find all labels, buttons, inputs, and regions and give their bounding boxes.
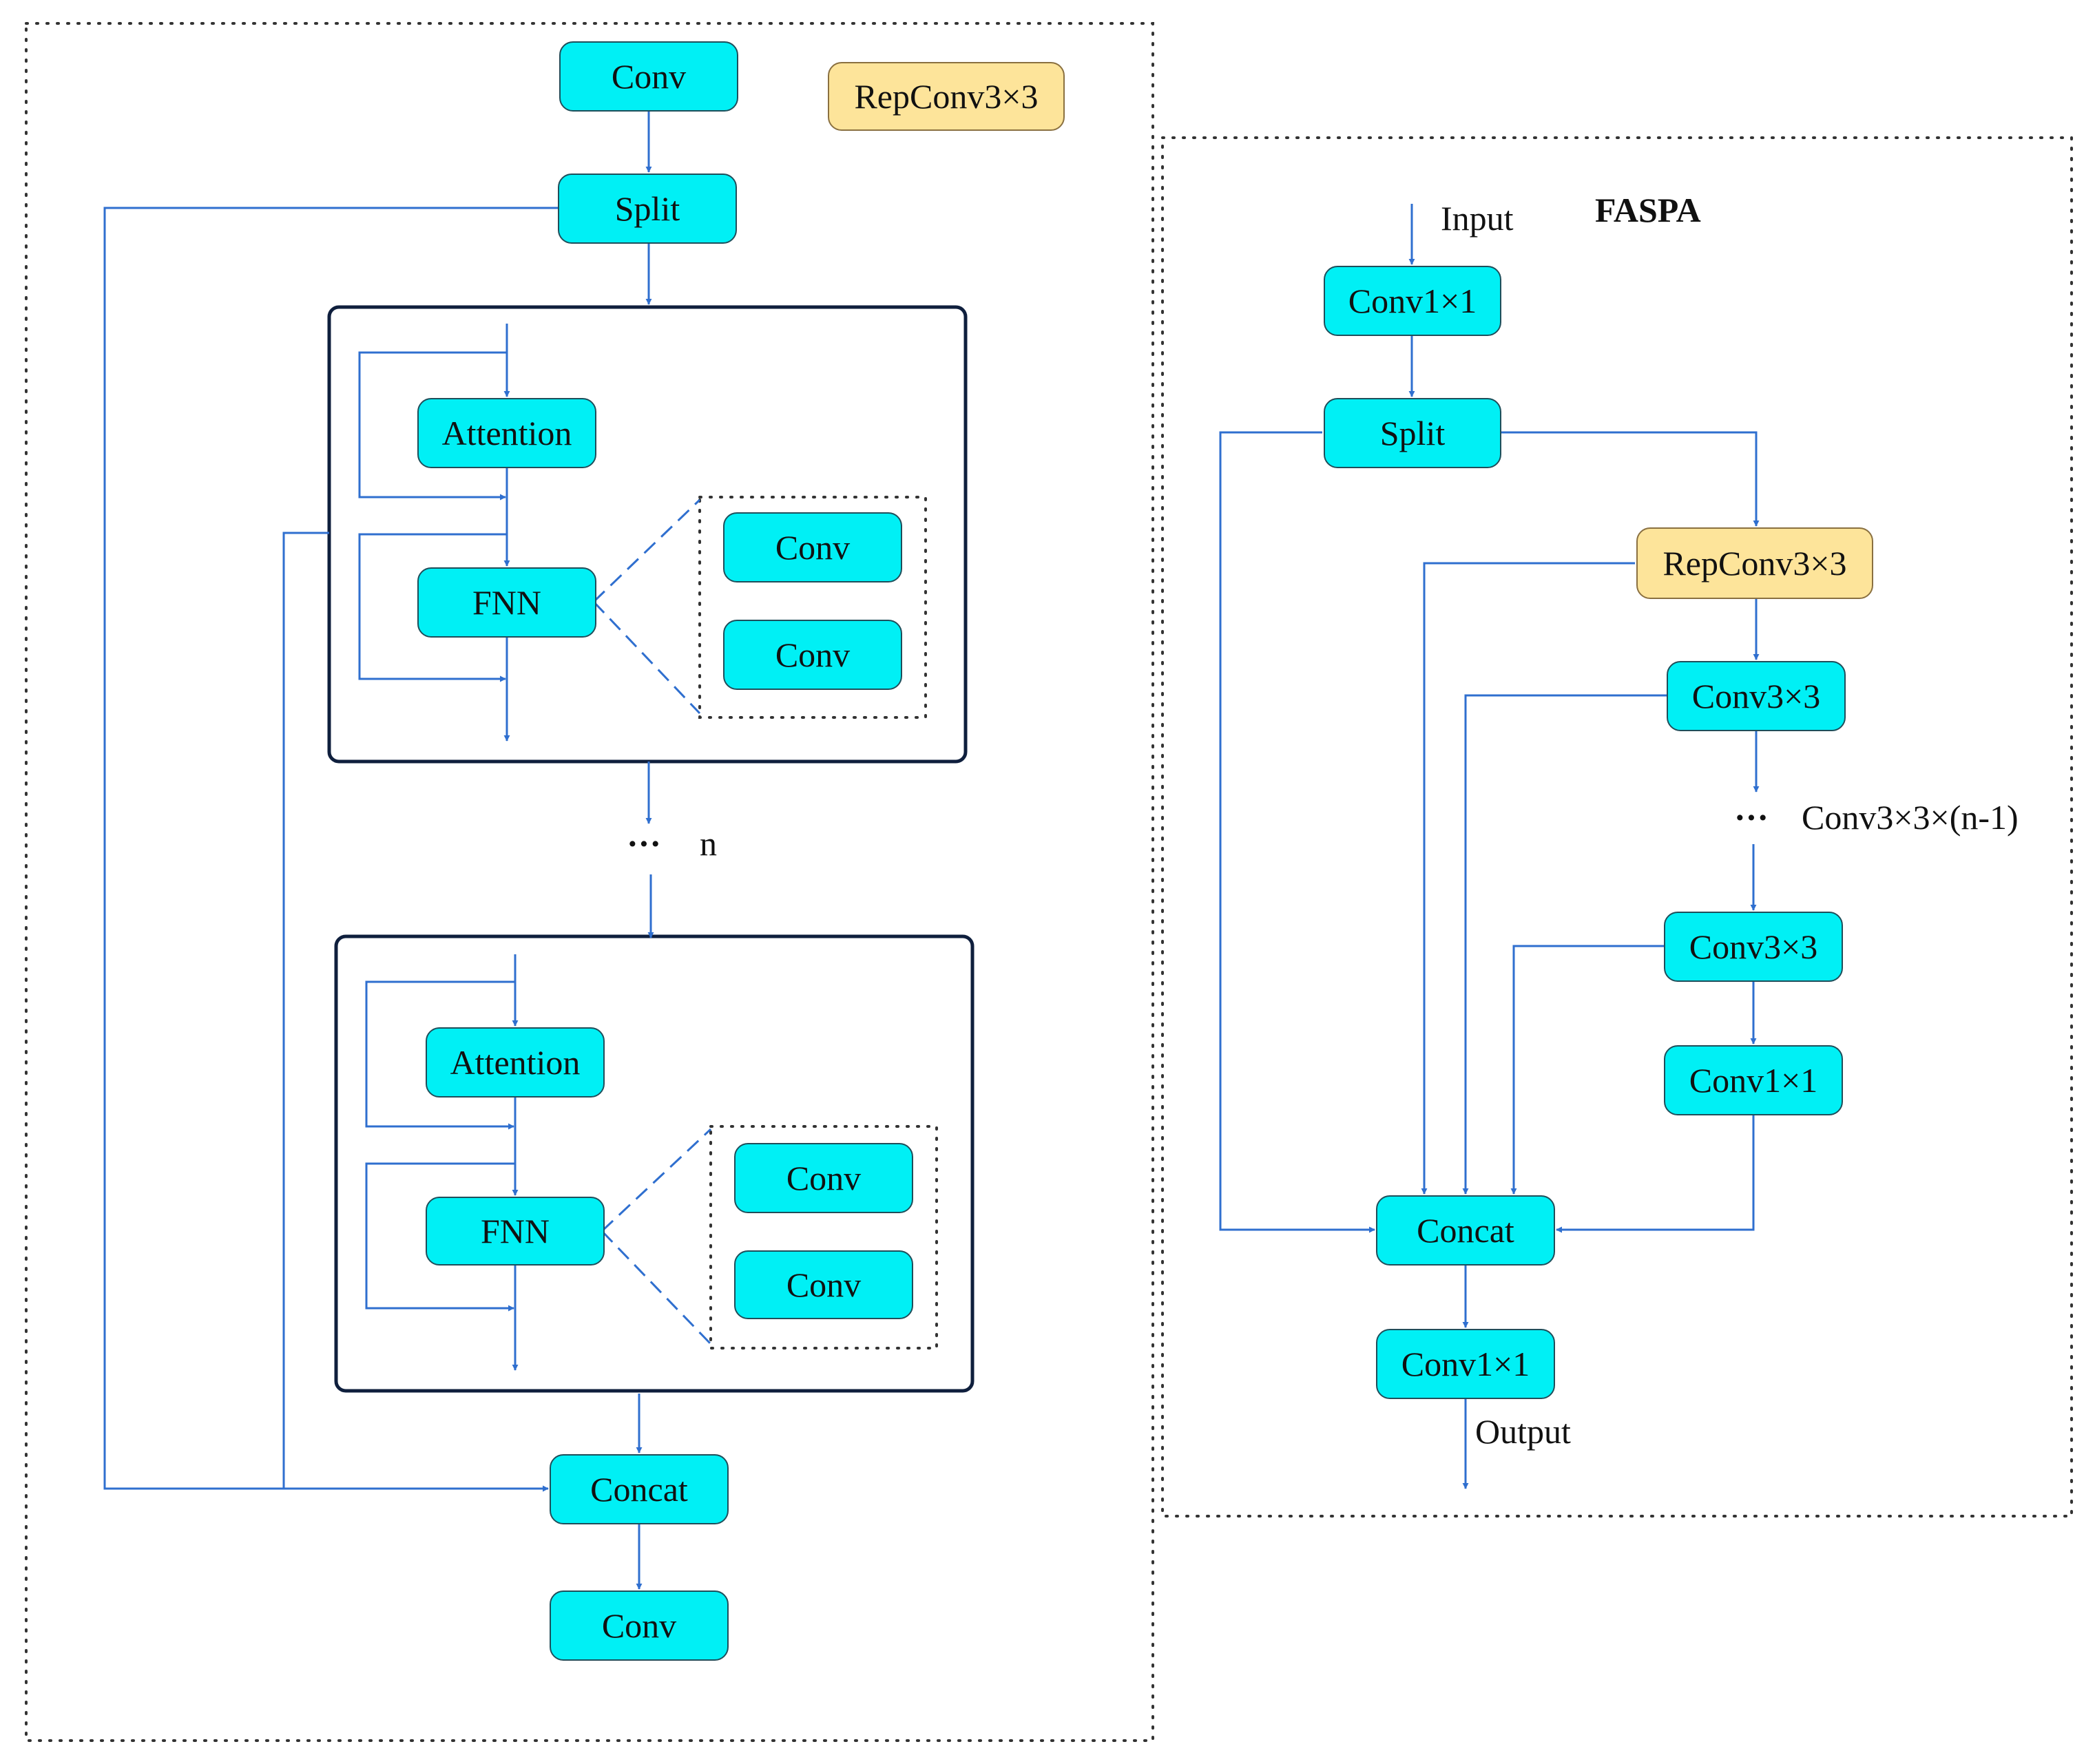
left-panel-frame <box>25 22 1154 1742</box>
edge-block1-skip <box>282 532 329 1489</box>
fnn-1-expand-top <box>592 498 701 603</box>
faspa-title: FASPA <box>1595 191 1701 229</box>
edge-split-skip <box>103 207 558 1492</box>
repconv-legend-box: RepConv3×3 <box>828 62 1065 131</box>
edge-split-repconv <box>1501 431 1760 527</box>
attention-box-1: Attention <box>417 398 596 468</box>
attention-box-2: Attention <box>426 1027 605 1098</box>
fnn-1-conv-b: Conv <box>723 620 902 690</box>
block-2-frame <box>334 934 974 1393</box>
fnn-2-conv-b: Conv <box>734 1250 913 1319</box>
edge-conv3x3a-concat <box>1462 694 1667 1195</box>
repeat-count-label: n <box>700 824 717 863</box>
block-1-frame <box>327 305 968 764</box>
concat-box-left: Concat <box>550 1454 729 1524</box>
fnn-1-expansion-frame <box>698 496 927 719</box>
faspa-conv1x1-bottom: Conv1×1 <box>1376 1329 1555 1399</box>
fnn-2-expand-top <box>601 1128 712 1232</box>
fnn-box-2: FNN <box>426 1197 605 1266</box>
input-label: Input <box>1441 199 1514 238</box>
faspa-conv3x3-a: Conv3×3 <box>1667 661 1846 731</box>
faspa-conv1x1-top: Conv1×1 <box>1324 266 1501 336</box>
faspa-split: Split <box>1324 398 1501 468</box>
edge-split-concat <box>1219 431 1375 1233</box>
right-panel-frame <box>1161 136 2073 1518</box>
faspa-repconv: RepConv3×3 <box>1636 527 1873 599</box>
edge-conv1x1-concat <box>1556 1115 1755 1233</box>
output-label: Output <box>1475 1412 1571 1451</box>
faspa-concat: Concat <box>1376 1195 1555 1266</box>
edge-b2-residual-2 <box>365 1162 515 1312</box>
fnn-1-expand-bottom <box>592 600 701 715</box>
fnn-2-conv-a: Conv <box>734 1143 913 1213</box>
fnn-2-expansion-frame <box>709 1125 938 1350</box>
edge-b1-residual-1 <box>358 351 507 501</box>
fnn-1-conv-a: Conv <box>723 512 902 582</box>
split-box: Split <box>558 174 737 244</box>
conv-top-box: Conv <box>559 41 738 112</box>
edge-repconv-concat <box>1421 562 1635 1195</box>
fnn-2-expand-bottom <box>601 1230 712 1345</box>
faspa-ellipsis: ··· <box>1734 798 1769 837</box>
edge-conv3x3b-concat <box>1510 945 1664 1195</box>
repeat-ellipsis: ··· <box>627 824 662 863</box>
faspa-repeat-label: Conv3×3×(n-1) <box>1802 798 2019 837</box>
faspa-conv1x1-mid: Conv1×1 <box>1664 1045 1843 1115</box>
fnn-box-1: FNN <box>417 567 596 638</box>
conv-bottom-box: Conv <box>550 1590 729 1661</box>
faspa-conv3x3-b: Conv3×3 <box>1664 912 1843 982</box>
edge-b1-residual-2 <box>358 533 507 682</box>
edge-b2-residual-1 <box>365 980 515 1130</box>
